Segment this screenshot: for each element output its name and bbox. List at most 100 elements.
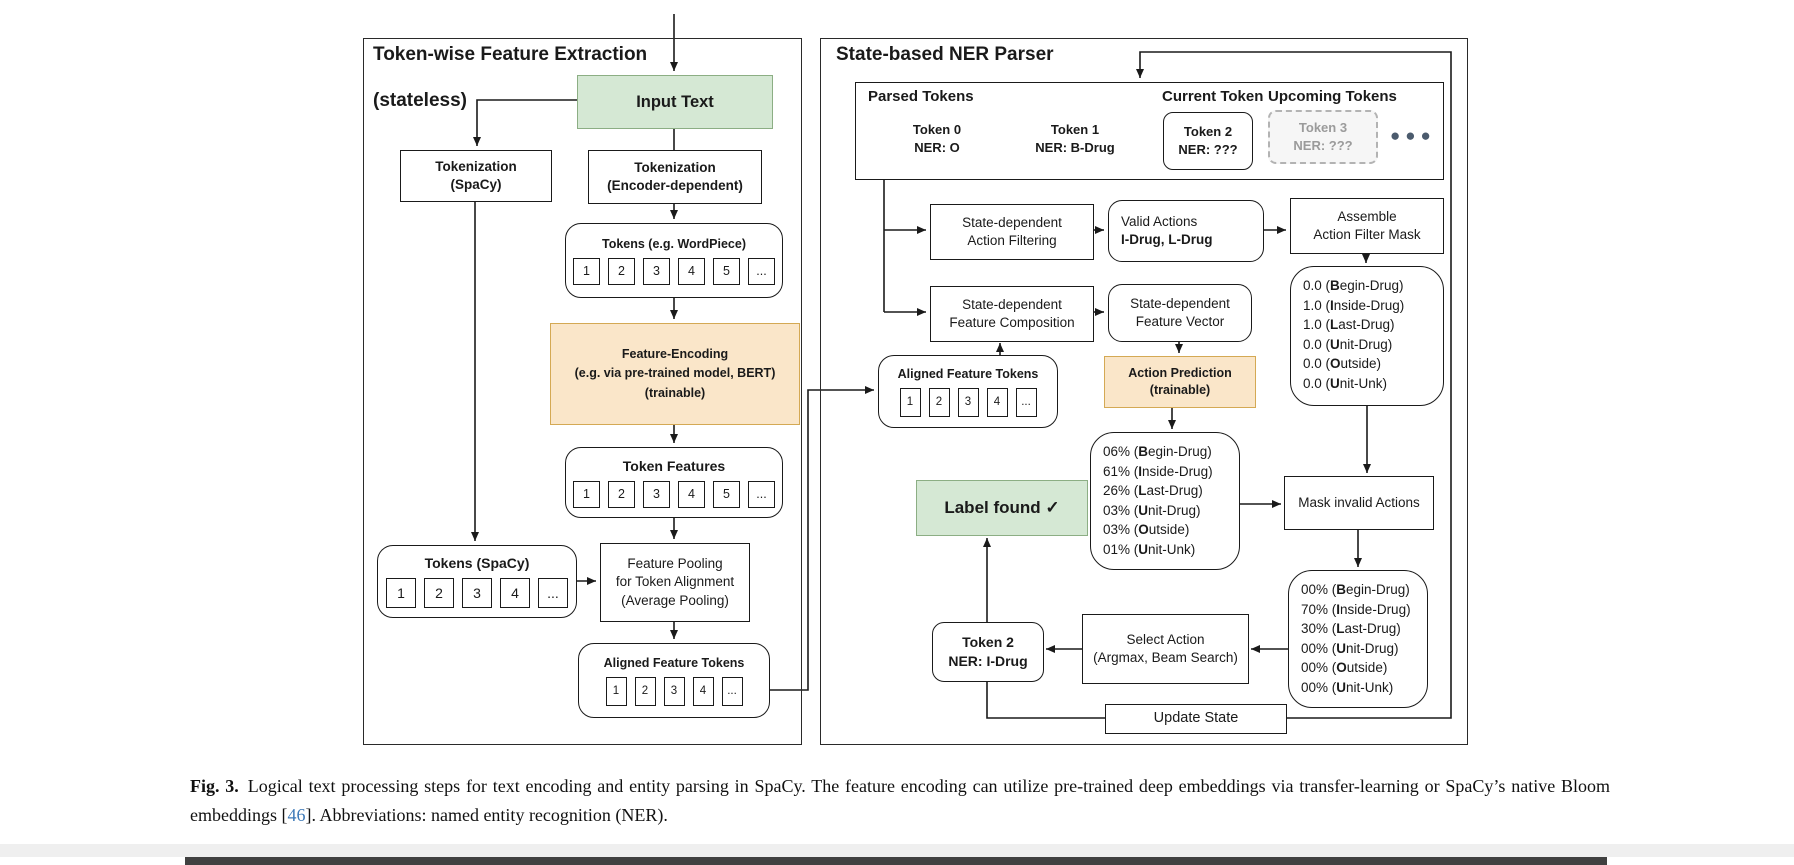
node-label: State-dependent: [962, 214, 1062, 230]
action-filter-mask-values: 0.0 (Begin-Drug)1.0 (Inside-Drug)1.0 (La…: [1290, 266, 1444, 406]
update-state-node: Update State: [1105, 704, 1287, 734]
token-label: Token 2: [962, 634, 1014, 651]
label-found-text: Label found ✓: [944, 497, 1060, 517]
parsed-token-1: Token 1 NER: B-Drug: [1022, 121, 1128, 157]
feature-vector-node: State-dependent Feature Vector: [1108, 284, 1252, 342]
node-label: State-dependent: [962, 296, 1062, 312]
node-label: (e.g. via pre-trained model, BERT): [574, 366, 776, 381]
token-cell: 2: [424, 578, 454, 608]
token-cell: ...: [748, 257, 775, 285]
left-panel-title-line2: (stateless): [373, 89, 467, 111]
node-title: Aligned Feature Tokens: [603, 655, 745, 670]
page-margin-shade: [0, 844, 1794, 857]
node-label: Feature Vector: [1135, 314, 1225, 329]
page-break-bar: [185, 857, 1607, 865]
token-cell: 4: [986, 387, 1008, 417]
node-label: (Encoder-dependent): [607, 178, 743, 193]
node-label: Update State: [1153, 710, 1239, 727]
action-probabilities: 06% (Begin-Drug)61% (Inside-Drug)26% (La…: [1090, 432, 1240, 570]
node-label: Select Action: [1126, 631, 1205, 647]
probability-line: 70% (Inside-Drug): [1301, 601, 1411, 617]
token-cell: 1: [386, 578, 416, 608]
parsed-token-0: Token 0 NER: O: [884, 121, 990, 157]
feature-composition-node: State-dependent Feature Composition: [930, 286, 1094, 342]
probability-line: 30% (Last-Drug): [1301, 621, 1401, 637]
probability-line: 01% (Unit-Unk): [1103, 541, 1196, 557]
valid-actions-list: I-Drug, L-Drug: [1121, 232, 1213, 247]
token-cell: ...: [721, 676, 743, 706]
current-token-node: Token 2 NER: ???: [1163, 112, 1253, 170]
caption-text: Logical text processing steps for text e…: [190, 776, 1610, 825]
node-label: Feature Pooling: [627, 556, 723, 572]
node-label: (Average Pooling): [621, 592, 729, 608]
token-cell: 2: [634, 676, 656, 706]
selected-token-node: Token 2 NER: I-Drug: [932, 622, 1044, 682]
node-label: (trainable): [644, 385, 706, 400]
token-cell: 4: [500, 578, 530, 608]
token-ner-tag: NER: ???: [1293, 138, 1353, 153]
node-label: Action Filtering: [967, 233, 1057, 248]
caption-text: ]. Abbreviations: named entity recogniti…: [305, 804, 668, 825]
upcoming-tokens-label: Upcoming Tokens: [1268, 88, 1397, 105]
token-cell: ...: [1015, 387, 1037, 417]
node-label: Action Prediction: [1128, 366, 1232, 381]
probability-line: 00% (Outside): [1301, 660, 1388, 676]
node-title: Token Features: [622, 457, 726, 474]
node-title: Tokens (e.g. WordPiece): [601, 236, 746, 251]
panel-ner-parser: [820, 38, 1468, 745]
token-cell: ...: [748, 480, 775, 508]
left-panel-title-line1: Token-wise Feature Extraction: [373, 44, 648, 65]
token-ner-tag: NER: ???: [1178, 142, 1238, 157]
probability-line: 03% (Outside): [1103, 522, 1190, 538]
right-panel-title: State-based NER Parser: [836, 44, 1054, 65]
valid-actions-node: Valid Actions I-Drug, L-Drug: [1108, 200, 1264, 262]
token-cell: 3: [462, 578, 492, 608]
citation-link-46[interactable]: 46: [287, 804, 306, 825]
node-label: Assemble: [1337, 208, 1397, 224]
probability-line: 06% (Begin-Drug): [1103, 444, 1212, 459]
tokenization-spacy-node: Tokenization (SpaCy): [400, 150, 552, 202]
node-label: Feature Composition: [949, 315, 1075, 330]
token-ner-tag: NER: I-Drug: [948, 653, 1028, 669]
node-label: State-dependent: [1130, 295, 1230, 311]
node-title: Tokens (SpaCy): [424, 555, 530, 571]
left-panel-title: Token-wise Feature Extraction (stateless…: [373, 44, 647, 112]
action-filtering-node: State-dependent Action Filtering: [930, 204, 1094, 260]
token-cell: 2: [608, 480, 635, 508]
node-label: Valid Actions: [1121, 213, 1198, 229]
feature-pooling-node: Feature Pooling for Token Alignment (Ave…: [600, 543, 750, 622]
token-ner-tag: NER: B-Drug: [1035, 140, 1115, 156]
token-cell: 2: [928, 387, 950, 417]
token-cell: 4: [678, 257, 705, 285]
token-cell: 2: [608, 257, 635, 285]
token-cell: 1: [605, 676, 627, 706]
probability-line: 0.0 (Begin-Drug): [1303, 278, 1404, 293]
probability-line: 0.0 (Outside): [1303, 356, 1382, 372]
select-action-node: Select Action (Argmax, Beam Search): [1082, 614, 1249, 684]
probability-line: 0.0 (Unit-Unk): [1303, 375, 1388, 391]
token-label: Token 0: [912, 122, 962, 137]
token-cell: 3: [643, 257, 670, 285]
input-text-label: Input Text: [636, 92, 714, 111]
node-label: for Token Alignment: [615, 574, 735, 590]
mask-invalid-actions-node: Mask invalid Actions: [1284, 476, 1434, 530]
probability-line: 00% (Unit-Unk): [1301, 679, 1394, 695]
node-label: Tokenization: [435, 158, 517, 174]
node-label: (Argmax, Beam Search): [1093, 650, 1238, 665]
token-label: Token 1: [1050, 122, 1100, 137]
tokenization-encoder-node: Tokenization (Encoder-dependent): [588, 150, 762, 204]
node-label: Mask invalid Actions: [1298, 494, 1420, 510]
token-cell: 1: [899, 387, 921, 417]
probability-line: 26% (Last-Drug): [1103, 483, 1203, 499]
probability-line: 03% (Unit-Drug): [1103, 502, 1201, 518]
